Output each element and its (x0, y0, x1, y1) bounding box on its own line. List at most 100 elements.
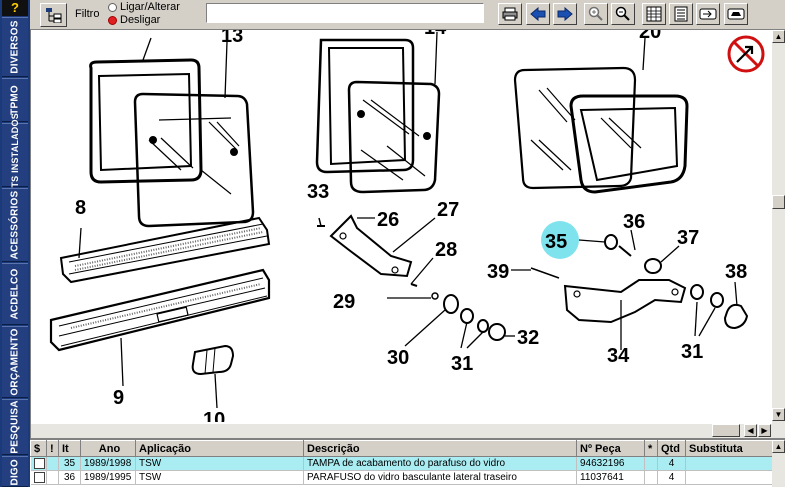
row-checkbox[interactable] (30, 456, 47, 471)
table-row[interactable]: 36 1989/1995 TSW PARAFUSO do vidro bascu… (30, 470, 773, 485)
radio-ligar-alterar[interactable]: Ligar/Alterar (108, 1, 180, 13)
tab-label: ORÇAMENTO (9, 328, 21, 396)
diagram-vertical-scrollbar[interactable]: ▲ ▼ (772, 30, 785, 438)
tab-label: PESQUISA (9, 400, 21, 454)
arrow-left-icon (530, 7, 546, 21)
part-number-39[interactable]: 39 (487, 261, 509, 283)
table-row[interactable]: 35 1989/1998 TSW TAMPA de acabamento do … (30, 456, 773, 471)
header-part-number[interactable]: Nº Peça (576, 440, 645, 457)
checkbox-icon[interactable] (33, 457, 45, 469)
radio-desligar[interactable]: Desligar (108, 14, 160, 26)
star-cell (644, 456, 658, 471)
part-number-32[interactable]: 32 (517, 327, 539, 349)
radio-off-icon[interactable] (108, 2, 117, 12)
tab-orcamento[interactable]: ORÇAMENTO (2, 326, 28, 398)
part-number-33[interactable]: 33 (307, 181, 329, 203)
part-number-28[interactable]: 28 (435, 239, 457, 261)
exploded-view-drawing: 13 14 20 8 9 10 33 26 27 28 29 30 31 32 … (49, 30, 765, 422)
tab-label: KITS INSTALADOS (10, 113, 20, 197)
diagram-horizontal-scrollbar[interactable]: ◀ ▶ (31, 424, 773, 438)
filter-label: Filtro (75, 8, 100, 20)
tab-label: TPMO (9, 85, 21, 115)
part-number-34[interactable]: 34 (607, 345, 630, 367)
vertical-scroll-thumb[interactable] (772, 195, 785, 209)
part-number-9[interactable]: 9 (113, 387, 124, 409)
tab-acdelco[interactable]: ACDELCO (2, 263, 28, 325)
header-item[interactable]: It (58, 440, 81, 457)
zoom-out-icon (615, 6, 630, 21)
part-number-36[interactable]: 36 (623, 211, 645, 233)
parts-diagram[interactable]: 13 14 20 8 9 10 33 26 27 28 29 30 31 32 … (31, 30, 773, 422)
header-quantity[interactable]: Qtd (657, 440, 686, 457)
tab-label: CÓDIGO (9, 459, 21, 487)
part-number-29[interactable]: 29 (333, 291, 355, 313)
radio-on-icon[interactable] (108, 15, 117, 25)
tab-tpmo[interactable]: TPMO (2, 78, 28, 122)
part-number-31[interactable]: 31 (451, 353, 473, 375)
filter-input[interactable] (206, 3, 484, 23)
radio-label: Desligar (120, 14, 161, 26)
zoom-out-button[interactable] (611, 3, 635, 25)
part-number-cell: 94632196 (576, 456, 645, 471)
part-number-35[interactable]: 35 (545, 231, 567, 253)
scroll-down-icon[interactable]: ▼ (772, 408, 785, 421)
year-cell: 1989/1998 (80, 456, 136, 471)
highlighted-part-marker[interactable] (541, 221, 579, 259)
car-icon (727, 8, 745, 20)
part-number-14[interactable]: 14 (424, 30, 447, 39)
print-button[interactable] (498, 3, 522, 25)
export-button[interactable] (696, 3, 720, 25)
parts-diagram-panel: 13 14 20 8 9 10 33 26 27 28 29 30 31 32 … (30, 30, 785, 438)
parts-table-panel: $ ! It Ano Aplicação Descrição Nº Peça *… (30, 438, 785, 487)
part-number-30[interactable]: 30 (387, 347, 409, 369)
help-icon[interactable]: ? (2, 0, 28, 16)
header-year[interactable]: Ano (80, 440, 136, 457)
checkbox-icon[interactable] (33, 471, 45, 483)
toolbar: Filtro Ligar/Alterar Desligar (30, 0, 785, 30)
vehicle-button[interactable] (724, 3, 748, 25)
no-entry-icon[interactable] (727, 35, 765, 73)
part-number-38[interactable]: 38 (725, 261, 747, 283)
table-vertical-scrollbar[interactable]: ▲ (772, 440, 785, 487)
tab-label: ACDELCO (9, 268, 21, 320)
header-description[interactable]: Descrição (303, 440, 577, 457)
part-number-8[interactable]: 8 (75, 197, 86, 219)
tab-codigo[interactable]: CÓDIGO (2, 456, 28, 487)
header-alert[interactable]: ! (46, 440, 59, 457)
header-substitute[interactable]: Substituta (685, 440, 773, 457)
description-cell: PARAFUSO do vidro basculante lateral tra… (303, 470, 577, 485)
scroll-left-icon[interactable]: ◀ (744, 424, 757, 437)
tab-pesquisa[interactable]: PESQUISA (2, 399, 28, 455)
zoom-in-button[interactable] (584, 3, 608, 25)
part-number-cell: 11037641 (576, 470, 645, 485)
forward-button[interactable] (553, 3, 577, 25)
scroll-up-icon[interactable]: ▲ (772, 440, 785, 453)
printer-icon (502, 7, 518, 21)
description-cell: TAMPA de acabamento do parafuso do vidro (303, 456, 577, 471)
tab-diversos[interactable]: DIVERSOS (2, 17, 28, 77)
part-number-13[interactable]: 13 (221, 30, 243, 47)
horizontal-scroll-thumb[interactable] (712, 424, 740, 437)
back-button[interactable] (526, 3, 550, 25)
side-navigation: ? DIVERSOS TPMO KITS INSTALADOS ACESSÓRI… (0, 0, 30, 487)
part-number-10[interactable]: 10 (203, 409, 225, 422)
header-application[interactable]: Aplicação (135, 440, 304, 457)
scroll-right-icon[interactable]: ▶ (758, 424, 771, 437)
part-number-37[interactable]: 37 (677, 227, 699, 249)
part-number-20[interactable]: 20 (639, 30, 661, 43)
scroll-up-icon[interactable]: ▲ (772, 30, 785, 43)
list-icon (674, 6, 688, 22)
header-price[interactable]: $ (30, 440, 47, 457)
part-number-31[interactable]: 31 (681, 341, 703, 363)
part-number-26[interactable]: 26 (377, 209, 399, 231)
tab-kits-instalados[interactable]: KITS INSTALADOS (2, 113, 28, 197)
row-checkbox[interactable] (30, 470, 47, 485)
header-star[interactable]: * (644, 440, 658, 457)
tab-acessorios[interactable]: ACESSÓRIOS (2, 188, 28, 262)
filter-tree-button[interactable] (40, 3, 67, 27)
grid-view-button[interactable] (642, 3, 666, 25)
list-view-button[interactable] (669, 3, 693, 25)
application-cell: TSW (135, 456, 304, 471)
part-number-27[interactable]: 27 (437, 199, 459, 221)
quantity-cell: 4 (657, 456, 686, 471)
